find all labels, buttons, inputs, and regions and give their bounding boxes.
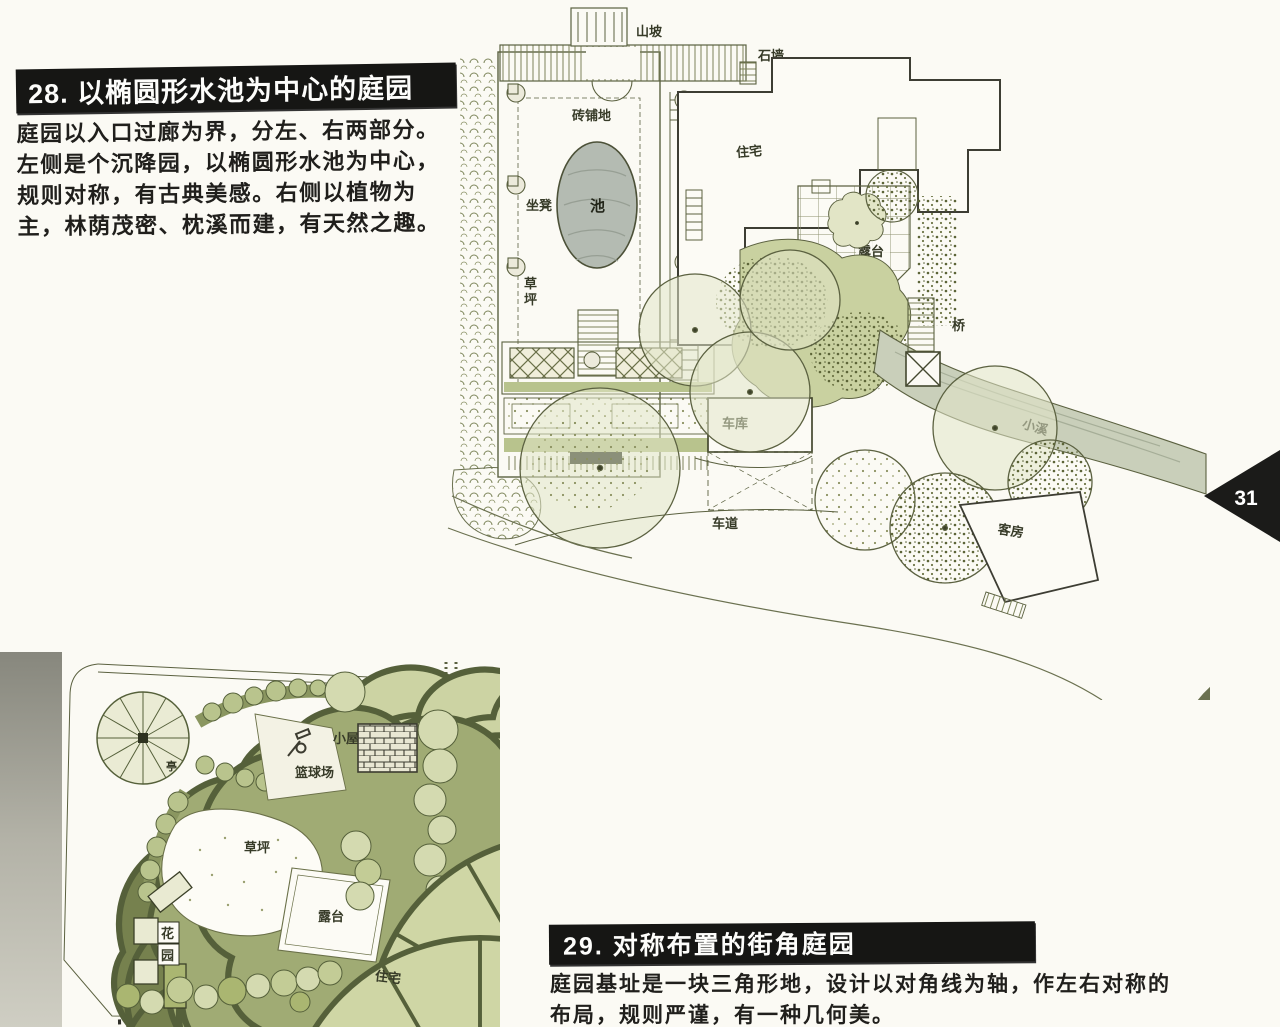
- plan-28-drawing: 山坡 石墙 砖铺地 池 坐凳 草 坪: [447, 7, 1210, 700]
- hedge-strip: [460, 55, 496, 475]
- svg-text:花: 花: [161, 926, 174, 941]
- section-28-title-bar: 28. 以椭圆形水池为中心的庭园: [15, 62, 457, 114]
- label-guest-room: 客房: [997, 521, 1025, 540]
- section-29-title: 29. 对称布置的街角庭园: [562, 930, 856, 961]
- section-28-paragraph: 庭园以入口过廊为界，分左、右两部分。 左侧是个沉降园，以椭圆形水池为中心， 规则…: [16, 114, 447, 242]
- label-lawn-char2: 坪: [524, 292, 537, 307]
- stone-wall-marker: [739, 61, 757, 85]
- label-residence-29: 住宅: [374, 968, 402, 986]
- label-lawn-char1: 草: [524, 276, 537, 291]
- section-29-paragraph: 庭园基址是一块三角形地，设计以对角线为轴，作左右对称的 布局，规则严谨，有一种几…: [550, 969, 1230, 1027]
- terrace-furniture: [811, 179, 831, 194]
- elliptical-pool: [556, 141, 638, 269]
- pergola: [499, 7, 747, 102]
- paragraph-line: 规则对称，有古典美感。右侧以植物为: [17, 179, 417, 209]
- pavilion-structure: [96, 691, 190, 785]
- label-basketball-court: 篮球场: [294, 765, 334, 780]
- label-terrace-29: 露台: [318, 909, 344, 924]
- garden-steps: [577, 309, 619, 377]
- paragraph-line: 主，林荫茂密、枕溪而建，有天然之趣。: [17, 209, 441, 240]
- flower-garden-label: 花 园: [157, 921, 180, 966]
- label-pavilion: 亭: [166, 759, 177, 773]
- page-number-triangle: 31: [1204, 450, 1280, 542]
- canopy-trees: [519, 249, 1093, 584]
- basketball-hoop-icon: [287, 727, 312, 757]
- svg-text:园: 园: [161, 948, 174, 963]
- cloud-bushes: [1156, 530, 1210, 700]
- label-driveway: 车道: [712, 516, 738, 531]
- paragraph-line: 布局，规则严谨，有一种几何美。: [550, 1004, 895, 1027]
- basketball-court: [254, 713, 347, 801]
- plan-29-drawing: 亭 篮球场 小屋: [0, 652, 500, 1027]
- section-28-title: 28. 以椭圆形水池为中心的庭园: [27, 72, 414, 109]
- bottom-shrubs: [115, 830, 382, 1015]
- paragraph-line: 庭园基址是一块三角形地，设计以对角线为轴，作左右对称的: [550, 973, 1171, 996]
- brick-wall: [357, 723, 418, 773]
- label-hillside: 山坡: [636, 24, 663, 39]
- label-cabin: 小屋: [333, 731, 359, 746]
- paragraph-line: 左侧是个沉降园，以椭圆形水池为中心，: [16, 147, 440, 178]
- bridge-marker: [905, 297, 941, 387]
- corner-planters: [506, 83, 526, 277]
- page-number: 31: [1234, 487, 1258, 510]
- tree-texture: [528, 414, 652, 510]
- label-bench: 坐凳: [526, 198, 553, 213]
- right-shrub-column: [413, 709, 459, 933]
- scan-shadow-strip: [0, 652, 62, 1027]
- paragraph-line: 庭园以入口过廊为界，分左、右两部分。: [16, 116, 440, 147]
- section-29-title-bar: 29. 对称布置的街角庭园: [548, 921, 1036, 965]
- guest-room-building: [958, 491, 1100, 619]
- apron-cross: [707, 451, 813, 511]
- tree: [865, 169, 919, 223]
- label-bridge: 桥: [952, 318, 966, 333]
- label-residence: 住宅: [736, 143, 763, 160]
- label-lawn: 草坪: [244, 840, 270, 855]
- ground-contours: [447, 495, 1103, 700]
- label-brick-paving: 砖铺地: [572, 108, 611, 123]
- label-pool: 池: [590, 197, 605, 215]
- driveway: [514, 455, 839, 546]
